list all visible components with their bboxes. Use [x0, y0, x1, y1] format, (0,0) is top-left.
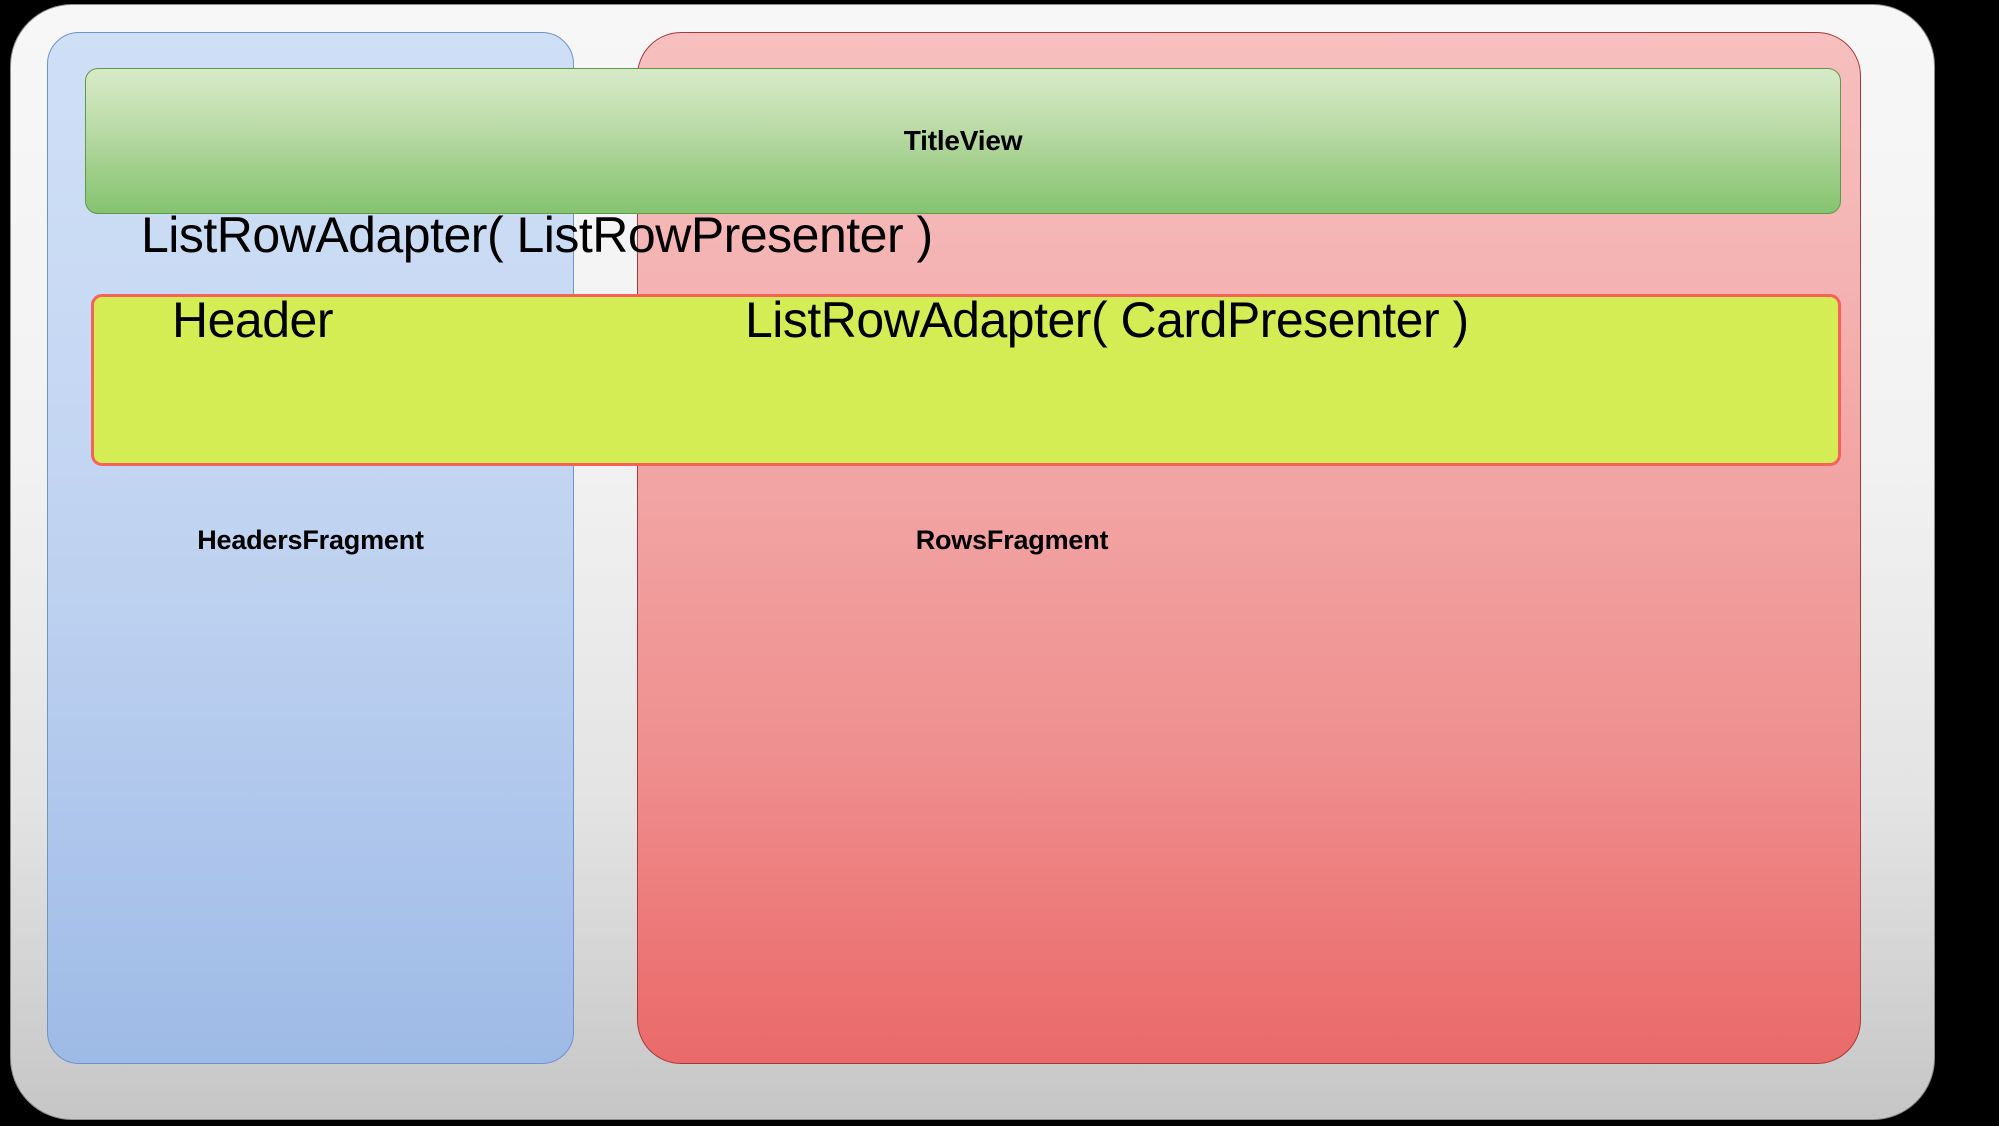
- headers-fragment-caption: HeadersFragment: [197, 525, 424, 555]
- list-row-presenter-label: ListRowAdapter( ListRowPresenter ): [141, 207, 933, 263]
- header-label: Header: [172, 292, 334, 348]
- card-presenter-label: ListRowAdapter( CardPresenter ): [745, 292, 1469, 348]
- title-view-bar[interactable]: TitleView: [85, 68, 1841, 214]
- title-view-label: TitleView: [903, 125, 1023, 156]
- list-row-adapter-box[interactable]: [91, 294, 1841, 466]
- rows-fragment-caption: RowsFragment: [915, 525, 1109, 555]
